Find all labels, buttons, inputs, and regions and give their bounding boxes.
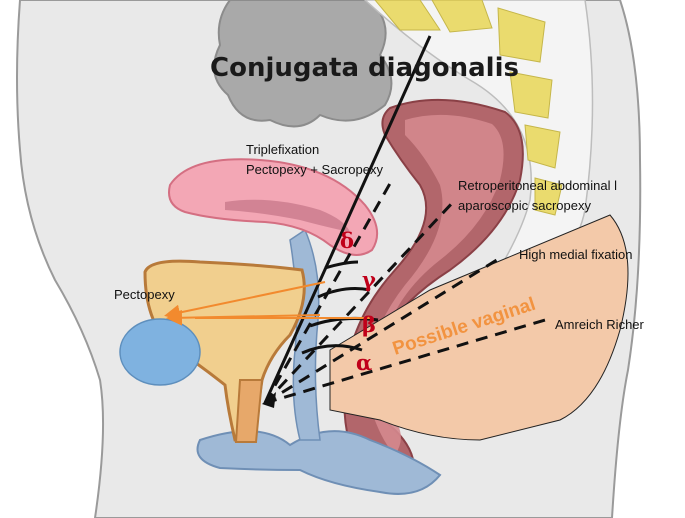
angle-beta: β: [362, 312, 376, 337]
triplefixation-sub-label: Pectopexy + Sacropexy: [246, 162, 383, 177]
angle-gamma: γ: [362, 267, 376, 292]
high-medial-label: High medial fixation: [519, 247, 632, 262]
retroperitoneal-sub-label: aparoscopic sacropexy: [458, 198, 591, 213]
retroperitoneal-label: Retroperitoneal abdominal l: [458, 178, 617, 193]
amreich-label: Amreich Richer: [555, 317, 645, 332]
triplefixation-label: Triplefixation: [246, 142, 319, 157]
angle-delta: δ: [340, 228, 354, 253]
diagram-title: Conjugata diagonalis: [210, 53, 519, 83]
pectopexy-label: Pectopexy: [114, 287, 175, 302]
angle-alpha: α: [356, 350, 372, 375]
pubic-bone: [120, 319, 200, 385]
